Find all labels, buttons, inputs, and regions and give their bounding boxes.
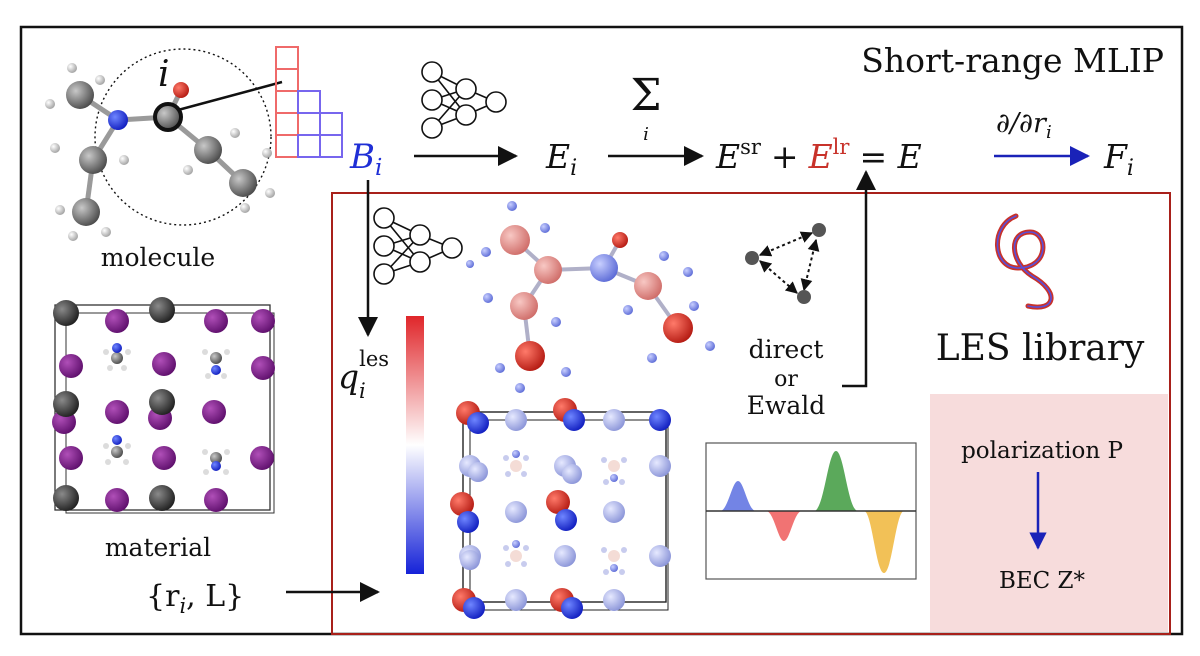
material-label: material <box>105 533 211 562</box>
or-label: or <box>774 367 798 392</box>
atomic-energy-label: Ei <box>545 137 577 181</box>
les-library-label: LES library <box>936 328 1145 369</box>
atom-index-label: i <box>158 54 170 95</box>
descriptor-label: Bi <box>349 137 382 181</box>
input-set-label: {ri, L} <box>146 579 244 618</box>
neural-network-icon <box>421 61 507 139</box>
material-crystal <box>52 297 275 514</box>
cutoff-sphere <box>94 48 272 226</box>
charged-molecule <box>466 201 715 393</box>
observables-panel <box>930 394 1168 632</box>
sum-index: i <box>643 124 649 145</box>
les-frame <box>331 192 1171 635</box>
central-atom-i <box>153 102 183 132</box>
panel-title: Short-range MLIP <box>861 41 1164 80</box>
charge-colorbar <box>406 316 424 574</box>
sum-symbol: Σ <box>630 70 661 121</box>
derivative-label: ∂/∂ri <box>996 108 1052 143</box>
neural-network-icon-les <box>373 207 463 285</box>
les-library-logo <box>995 213 1054 310</box>
charged-crystal <box>450 398 671 619</box>
ewald-label: Ewald <box>747 391 826 420</box>
pairwise-interaction-icon <box>745 223 826 304</box>
bec-label: BEC Z* <box>999 568 1086 594</box>
molecule-structure <box>45 48 283 241</box>
polarization-label: polarization P <box>961 438 1123 464</box>
energy-equation: Esr+Elr= E <box>715 135 922 176</box>
molecule-label: molecule <box>101 243 215 272</box>
force-label: Fi <box>1103 137 1134 181</box>
direct-label: direct <box>749 335 824 364</box>
descriptor-grid <box>275 46 343 158</box>
charge-density-plot <box>705 442 917 580</box>
arrow-to-elr <box>842 170 876 388</box>
